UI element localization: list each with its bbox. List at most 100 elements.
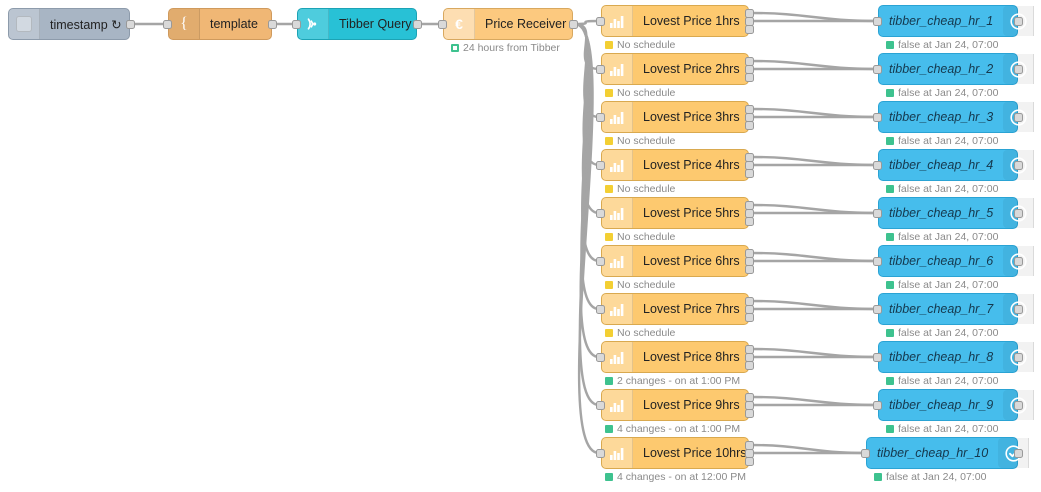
node-tibber-query-input-port[interactable] [292, 20, 301, 29]
output-node[interactable]: tibber_cheap_hr_3 [873, 101, 1035, 133]
output-node[interactable]: tibber_cheap_hr_5 [873, 197, 1035, 229]
output-node-input-port[interactable] [873, 161, 882, 170]
output-node-output-port[interactable] [1014, 257, 1023, 266]
lowest-price-node-input-port[interactable] [596, 449, 605, 458]
output-node-output-port[interactable] [1014, 449, 1023, 458]
brace-icon: { [180, 15, 188, 32]
lowest-price-node-output-port-3[interactable] [745, 361, 754, 370]
output-node[interactable]: tibber_cheap_hr_1 [873, 5, 1035, 37]
output-node-input-port[interactable] [873, 305, 882, 314]
output-node-input-port[interactable] [873, 17, 882, 26]
lowest-price-node[interactable]: Lovest Price 4hrs [596, 149, 754, 181]
lowest-price-node-status-text: No schedule [617, 87, 676, 99]
output-node-status-text: false at Jan 24, 07:00 [898, 183, 999, 195]
wire [750, 155, 877, 167]
output-node[interactable]: tibber_cheap_hr_10 [861, 437, 1030, 469]
output-node-label: tibber_cheap_hr_2 [889, 62, 994, 76]
lowest-price-node-output-port-3[interactable] [745, 265, 754, 274]
node-template-output-port[interactable] [268, 20, 277, 29]
output-node-input-port[interactable] [861, 449, 870, 458]
output-node-input-port[interactable] [873, 257, 882, 266]
node-price-receiver-status: 24 hours from Tibber [451, 42, 560, 54]
wire [750, 443, 865, 455]
lowest-price-node-input-port[interactable] [596, 161, 605, 170]
output-node-status: false at Jan 24, 07:00 [886, 183, 998, 195]
lowest-price-node[interactable]: Lovest Price 1hrs [596, 5, 754, 37]
lowest-price-node-output-port-3[interactable] [745, 169, 754, 178]
output-node-label: tibber_cheap_hr_3 [889, 110, 994, 124]
lowest-price-node[interactable]: Lovest Price 10hrs [596, 437, 754, 469]
lowest-price-node-input-port[interactable] [596, 353, 605, 362]
output-node-input-port[interactable] [873, 401, 882, 410]
wire [574, 22, 600, 71]
lowest-price-node[interactable]: Lovest Price 8hrs [596, 341, 754, 373]
node-price-receiver-output-port[interactable] [569, 20, 578, 29]
output-node-label: tibber_cheap_hr_5 [889, 206, 994, 220]
node-inject-output-port[interactable] [126, 20, 135, 29]
output-node-output-port[interactable] [1014, 161, 1023, 170]
output-node-output-port[interactable] [1014, 353, 1023, 362]
lowest-price-node-label: Lovest Price 5hrs [643, 206, 740, 220]
output-node[interactable]: tibber_cheap_hr_7 [873, 293, 1035, 325]
node-tibber-query[interactable]: Tibber Query [292, 8, 422, 40]
lowest-price-node[interactable]: Lovest Price 7hrs [596, 293, 754, 325]
lowest-price-node-input-port[interactable] [596, 17, 605, 26]
wire [574, 22, 600, 263]
output-node-label: tibber_cheap_hr_4 [889, 158, 994, 172]
output-node[interactable]: tibber_cheap_hr_2 [873, 53, 1035, 85]
output-node-output-port[interactable] [1014, 65, 1023, 74]
output-node-output-port[interactable] [1014, 113, 1023, 122]
lowest-price-node-output-port-3[interactable] [745, 73, 754, 82]
output-node-status-dot [886, 425, 894, 433]
lowest-price-node-status-dot [605, 137, 613, 145]
lowest-price-node-output-port-3[interactable] [745, 121, 754, 130]
node-price-receiver-label: Price Receiver [485, 17, 567, 31]
output-node-output-port[interactable] [1014, 305, 1023, 314]
node-price-receiver-input-port[interactable] [438, 20, 447, 29]
output-node-input-port[interactable] [873, 209, 882, 218]
lowest-price-node-status-dot [605, 425, 613, 433]
lowest-price-node-input-port[interactable] [596, 305, 605, 314]
node-price-receiver[interactable]: €Price Receiver [438, 8, 578, 40]
node-inject[interactable]: timestamp ↻ [8, 8, 135, 40]
output-node-input-port[interactable] [873, 65, 882, 74]
output-node[interactable]: tibber_cheap_hr_6 [873, 245, 1035, 277]
lowest-price-node-input-port[interactable] [596, 401, 605, 410]
lowest-price-node-output-port-3[interactable] [745, 217, 754, 226]
node-tibber-query-output-port[interactable] [413, 20, 422, 29]
output-node-output-port[interactable] [1014, 209, 1023, 218]
lowest-price-node[interactable]: Lovest Price 9hrs [596, 389, 754, 421]
node-inject-label: timestamp ↻ [50, 17, 122, 32]
output-node[interactable]: tibber_cheap_hr_8 [873, 341, 1035, 373]
lowest-price-node-output-port-3[interactable] [745, 457, 754, 466]
lowest-price-node-label: Lovest Price 6hrs [643, 254, 740, 268]
lowest-price-node-input-port[interactable] [596, 209, 605, 218]
lowest-price-node[interactable]: Lovest Price 5hrs [596, 197, 754, 229]
lowest-price-node-output-port-3[interactable] [745, 409, 754, 418]
lowest-price-node-status: No schedule [605, 183, 675, 195]
lowest-price-node[interactable]: Lovest Price 6hrs [596, 245, 754, 277]
output-node-output-port[interactable] [1014, 17, 1023, 26]
wire [750, 251, 877, 263]
bar-chart-icon-svg [609, 447, 623, 460]
lowest-price-node-output-port-3[interactable] [745, 25, 754, 34]
lowest-price-node[interactable]: Lovest Price 3hrs [596, 101, 754, 133]
output-node-input-port[interactable] [873, 353, 882, 362]
lowest-price-node[interactable]: Lovest Price 2hrs [596, 53, 754, 85]
output-node-status-dot [886, 377, 894, 385]
lowest-price-node-input-port[interactable] [596, 65, 605, 74]
lowest-price-node-output-port-3[interactable] [745, 313, 754, 322]
node-template[interactable]: {template [163, 8, 277, 40]
lowest-price-node-input-port[interactable] [596, 257, 605, 266]
lowest-price-node-label: Lovest Price 2hrs [643, 62, 740, 76]
output-node-status-text: false at Jan 24, 07:00 [898, 279, 999, 291]
lowest-price-node-input-port[interactable] [596, 113, 605, 122]
output-node[interactable]: tibber_cheap_hr_4 [873, 149, 1035, 181]
node-template-input-port[interactable] [163, 20, 172, 29]
output-node-status-text: false at Jan 24, 07:00 [898, 231, 999, 243]
output-node[interactable]: tibber_cheap_hr_9 [873, 389, 1035, 421]
output-node-output-port[interactable] [1014, 401, 1023, 410]
output-node-input-port[interactable] [873, 113, 882, 122]
lowest-price-node-status: No schedule [605, 327, 675, 339]
